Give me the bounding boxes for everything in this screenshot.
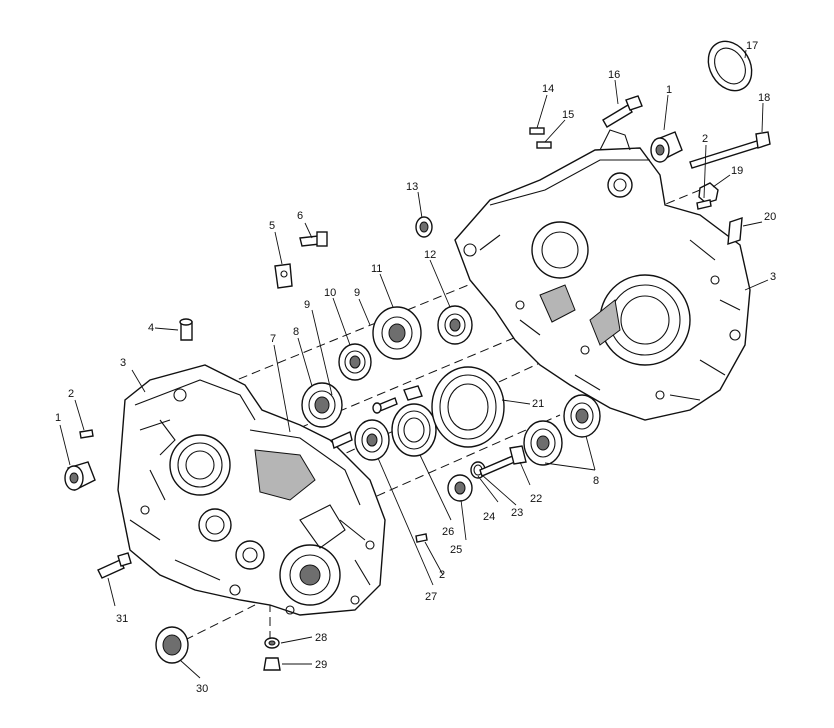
callout-17: 17 — [746, 40, 758, 52]
callout-15: 15 — [562, 109, 574, 121]
callout-25: 25 — [450, 544, 462, 556]
callout-10: 10 — [324, 287, 336, 299]
callout-29: 29 — [315, 659, 327, 671]
callout-5: 5 — [269, 220, 275, 232]
callout-1-left: 1 — [55, 412, 61, 424]
callout-18: 18 — [758, 92, 770, 104]
callout-9-left: 9 — [304, 299, 310, 311]
callout-22: 22 — [530, 493, 542, 505]
left-crankcase-half — [117, 364, 386, 616]
callout-9-right: 9 — [354, 287, 360, 299]
callout-19: 19 — [731, 165, 743, 177]
callout-2-left: 2 — [68, 388, 74, 400]
callout-27: 27 — [425, 591, 437, 603]
callout-8-left: 8 — [293, 326, 299, 338]
callout-12: 12 — [424, 249, 436, 261]
callout-28: 28 — [315, 632, 327, 644]
callout-2-right: 2 — [702, 133, 708, 145]
callout-20: 20 — [764, 211, 776, 223]
callout-7: 7 — [270, 333, 276, 345]
callout-3-right: 3 — [770, 271, 776, 283]
callout-4: 4 — [148, 322, 154, 334]
callout-16: 16 — [608, 69, 620, 81]
callout-8-right: 8 — [593, 475, 599, 487]
callout-31: 31 — [116, 613, 128, 625]
right-crankcase-half — [454, 129, 751, 421]
callout-24: 24 — [483, 511, 495, 523]
callout-1-right: 1 — [666, 84, 672, 96]
callout-13: 13 — [406, 181, 418, 193]
callout-14: 14 — [542, 83, 554, 95]
fasteners — [79, 95, 771, 579]
callout-11: 11 — [371, 263, 382, 275]
callout-26: 26 — [442, 526, 454, 538]
leader-lines — [59, 49, 769, 679]
callout-2-bottom: 2 — [439, 569, 445, 581]
callout-21: 21 — [532, 398, 544, 410]
callout-3-left: 3 — [120, 357, 126, 369]
callout-23: 23 — [511, 507, 523, 519]
callout-labels: 1 2 3 4 5 6 7 8 9 10 9 11 12 13 14 15 16… — [55, 40, 776, 695]
callout-6: 6 — [297, 210, 303, 222]
callout-30: 30 — [196, 683, 208, 695]
